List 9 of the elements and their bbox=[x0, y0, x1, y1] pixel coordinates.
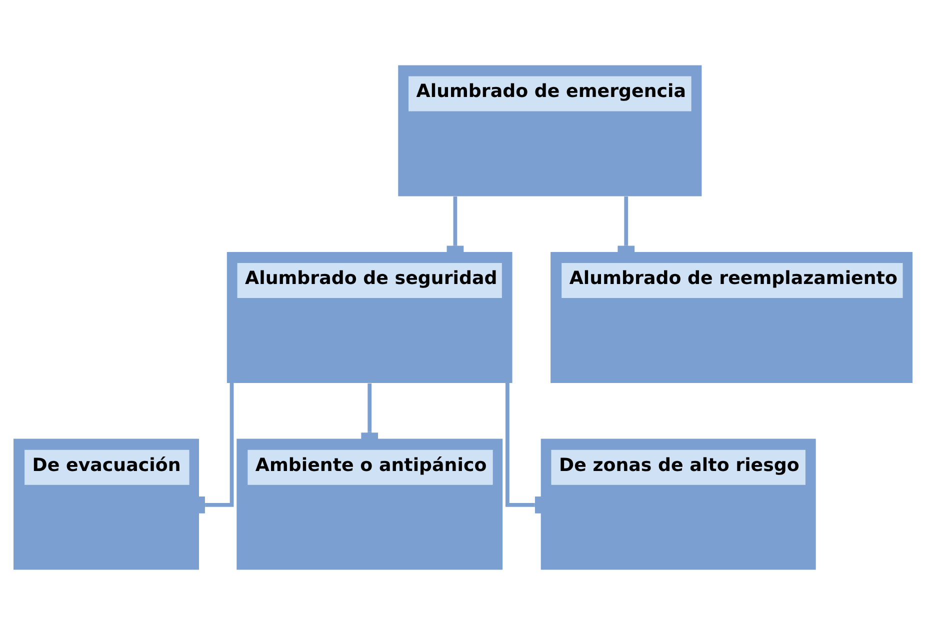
node-box: Alumbrado de emergencia bbox=[398, 65, 702, 196]
connector bbox=[505, 383, 542, 514]
connector bbox=[198, 383, 234, 514]
node-box: De zonas de alto riesgo bbox=[540, 438, 816, 570]
node-box: Ambiente o antipánico bbox=[236, 438, 503, 570]
node-box: Alumbrado de reemplazamiento bbox=[550, 252, 912, 383]
node-box: De evacuación bbox=[14, 438, 200, 570]
node-box: Alumbrado de seguridad bbox=[226, 252, 512, 383]
connector bbox=[361, 383, 378, 440]
